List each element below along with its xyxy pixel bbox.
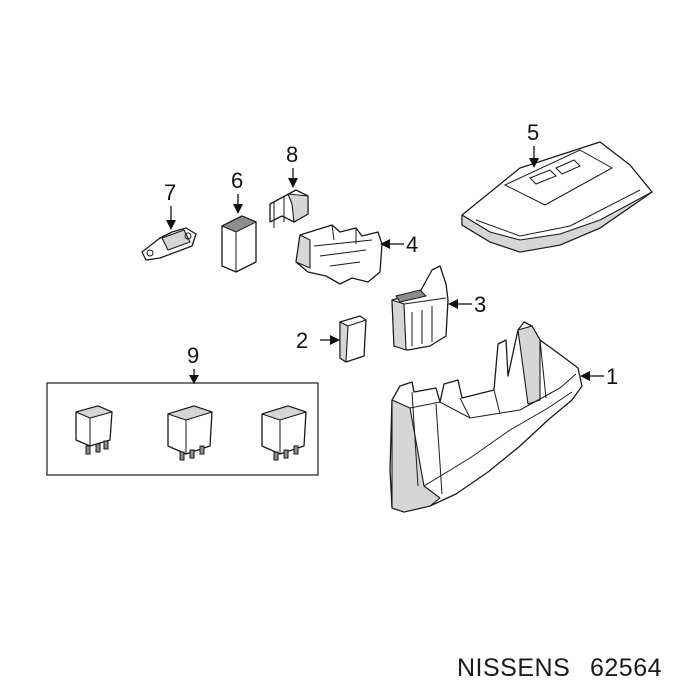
leader-lines	[166, 146, 604, 384]
relay-small	[75, 405, 113, 455]
callout-8: 8	[286, 142, 298, 167]
part-9-relay-kit	[46, 382, 319, 476]
callout-1: 1	[606, 364, 618, 389]
part-5-cover	[461, 141, 653, 253]
callout-6: 6	[231, 168, 243, 193]
callout-3: 3	[474, 292, 486, 317]
part-number: 62564	[590, 654, 662, 682]
callout-7: 7	[164, 180, 176, 205]
relay-large	[261, 405, 307, 461]
callout-5: 5	[527, 120, 539, 145]
part-7-link	[141, 227, 197, 261]
part-6-fuse	[220, 215, 258, 273]
part-1-lower-case	[389, 321, 583, 513]
part-2-clip	[339, 315, 367, 363]
callout-2: 2	[296, 328, 308, 353]
relay-medium	[167, 405, 213, 461]
brand-name: NISSENS	[457, 654, 570, 682]
part-3-holder	[391, 265, 449, 351]
part-8-fuse	[269, 189, 309, 228]
callout-4: 4	[406, 232, 418, 257]
part-4-bracket	[295, 224, 383, 285]
callout-9: 9	[187, 343, 199, 368]
